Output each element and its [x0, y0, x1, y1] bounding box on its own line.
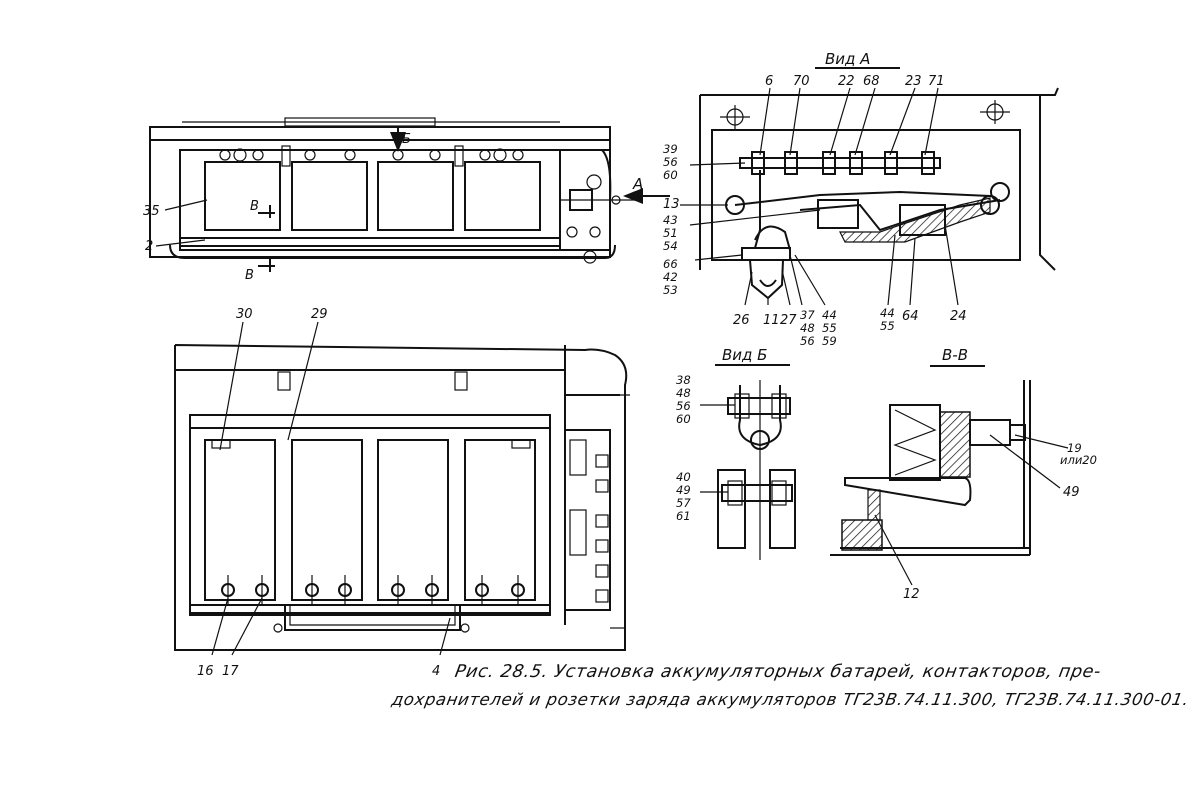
- section-vv-title: В-В: [942, 346, 968, 364]
- label-54: 54: [663, 239, 678, 253]
- label-56c: 56: [676, 399, 691, 413]
- label-29: 29: [311, 307, 328, 322]
- top-view: Б А В В 35 2: [143, 117, 670, 283]
- label-11: 11: [763, 313, 780, 328]
- label-56: 56: [663, 155, 678, 169]
- label-30: 30: [236, 307, 253, 322]
- label-43: 43: [663, 213, 678, 227]
- label-44b: 44: [880, 306, 895, 320]
- label-44: 44: [822, 308, 837, 322]
- label-68: 68: [863, 74, 880, 89]
- label-39: 39: [663, 142, 678, 156]
- label-23: 23: [905, 74, 922, 89]
- view-a: Вид А: [663, 50, 1059, 348]
- label-60: 60: [663, 168, 678, 182]
- label-55b: 55: [880, 319, 895, 333]
- label-71: 71: [928, 74, 945, 89]
- label-38: 38: [676, 373, 691, 387]
- label-49d: 49: [1063, 485, 1080, 500]
- arrow-b-label: Б: [402, 132, 411, 147]
- label-48c: 48: [676, 386, 691, 400]
- label-60c: 60: [676, 412, 691, 426]
- label-61: 61: [676, 509, 691, 523]
- label-12: 12: [903, 587, 920, 602]
- label-64: 64: [902, 309, 919, 324]
- label-51: 51: [663, 226, 678, 240]
- label-16: 16: [197, 664, 214, 679]
- label-6: 6: [765, 74, 773, 89]
- figure-caption-line1: Рис. 28.5. Установка аккумуляторных бата…: [453, 662, 1103, 682]
- figure-caption-line2: дохранителей и розетки заряда аккумулято…: [390, 690, 1191, 709]
- plan-view: 30 29 16 17 4: [174, 307, 630, 679]
- view-a-title: Вид А: [825, 50, 870, 68]
- label-53: 53: [663, 283, 678, 297]
- label-13: 13: [663, 197, 680, 212]
- section-v-bottom-label: В: [245, 268, 254, 283]
- label-59: 59: [822, 334, 837, 348]
- section-vv: В-В 19 или20 49 12: [830, 346, 1097, 602]
- label-66: 66: [663, 257, 678, 271]
- label-4: 4: [432, 664, 440, 679]
- label-2: 2: [145, 239, 153, 254]
- label-70: 70: [793, 74, 810, 89]
- section-v-top-label: В: [250, 199, 259, 214]
- label-49: 49: [676, 483, 691, 497]
- view-b: Вид Б 38 48 56 60 40 49 57 61: [676, 346, 796, 560]
- label-17: 17: [222, 664, 239, 679]
- label-42: 42: [663, 270, 678, 284]
- label-40: 40: [676, 470, 691, 484]
- label-56b: 56: [800, 334, 815, 348]
- label-55: 55: [822, 321, 837, 335]
- label-57: 57: [676, 496, 691, 510]
- label-37: 37: [800, 308, 815, 322]
- arrow-a-label: А: [632, 175, 643, 193]
- label-26: 26: [733, 313, 750, 328]
- label-19: 19: [1067, 441, 1082, 455]
- label-35: 35: [143, 204, 160, 219]
- label-24: 24: [950, 309, 967, 324]
- label-27: 27: [780, 313, 797, 328]
- label-ili20: или20: [1060, 453, 1097, 467]
- view-b-title: Вид Б: [722, 346, 767, 364]
- label-48: 48: [800, 321, 815, 335]
- label-22: 22: [838, 74, 855, 89]
